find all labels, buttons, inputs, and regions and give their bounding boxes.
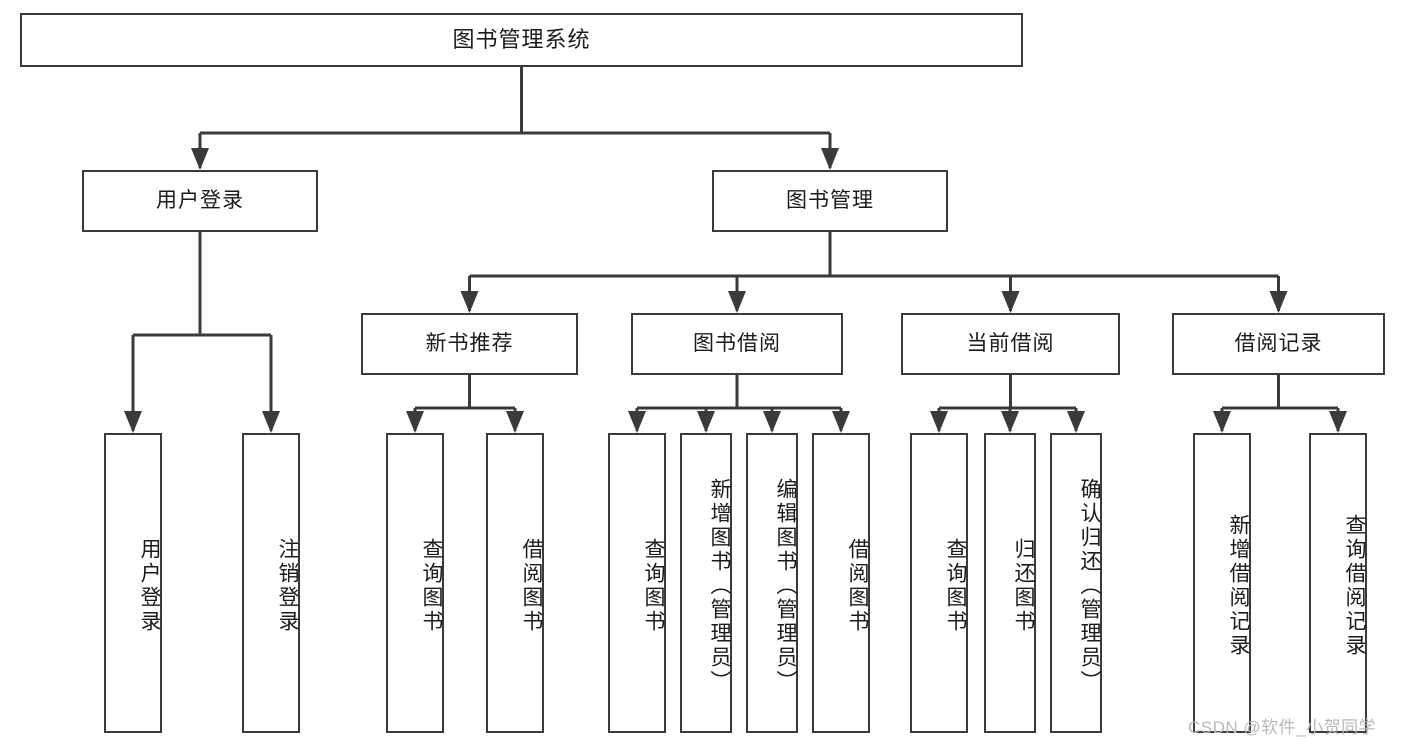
node-borrow-record-label: 借阅记录 [1234, 332, 1323, 356]
node-current-borrow[interactable]: 当前借阅 [901, 313, 1120, 375]
watermark: CSDN @软件_小贺同学 [1188, 718, 1377, 737]
leaf-add-book-admin[interactable]: 新增图书（管理员） [680, 433, 732, 733]
leaf-add-book-admin-label: 新增图书（管理员） [708, 478, 731, 694]
leaf-confirm-return-admin[interactable]: 确认归还（管理员） [1050, 433, 1102, 733]
node-user-login-label: 用户登录 [156, 189, 244, 213]
leaf-edit-book-admin[interactable]: 编辑图书（管理员） [746, 433, 798, 733]
leaf-borrow-book-2-label: 借阅图书 [846, 538, 869, 634]
node-book-borrow[interactable]: 图书借阅 [631, 313, 843, 375]
node-root[interactable]: 图书管理系统 [20, 13, 1023, 67]
leaf-edit-book-admin-label: 编辑图书（管理员） [774, 478, 797, 694]
leaf-query-book-3[interactable]: 查询图书 [910, 433, 968, 733]
leaf-query-book-2-label: 查询图书 [642, 538, 665, 634]
node-user-login[interactable]: 用户登录 [82, 170, 318, 232]
node-book-management[interactable]: 图书管理 [712, 170, 948, 232]
leaf-user-login-label: 用户登录 [138, 538, 161, 634]
leaf-query-book-1[interactable]: 查询图书 [386, 433, 444, 733]
node-book-management-label: 图书管理 [786, 189, 874, 213]
leaf-borrow-book-1-label: 借阅图书 [520, 538, 543, 634]
node-current-borrow-label: 当前借阅 [966, 332, 1055, 356]
leaf-logout-label: 注销登录 [276, 538, 299, 634]
leaf-user-login[interactable]: 用户登录 [104, 433, 162, 733]
leaf-add-borrow-record[interactable]: 新增借阅记录 [1193, 433, 1251, 733]
node-root-label: 图书管理系统 [452, 26, 591, 52]
leaf-confirm-return-admin-label: 确认归还（管理员） [1078, 478, 1101, 694]
leaf-query-book-2[interactable]: 查询图书 [608, 433, 666, 733]
leaf-return-book-label: 归还图书 [1012, 538, 1035, 634]
leaf-add-borrow-record-label: 新增借阅记录 [1227, 514, 1250, 658]
leaf-return-book[interactable]: 归还图书 [984, 433, 1036, 733]
leaf-query-book-3-label: 查询图书 [944, 538, 967, 634]
node-borrow-record[interactable]: 借阅记录 [1172, 313, 1385, 375]
leaf-borrow-book-2[interactable]: 借阅图书 [812, 433, 870, 733]
node-new-book-recommend-label: 新书推荐 [425, 332, 514, 356]
leaf-borrow-book-1[interactable]: 借阅图书 [486, 433, 544, 733]
leaf-logout[interactable]: 注销登录 [242, 433, 300, 733]
node-new-book-recommend[interactable]: 新书推荐 [361, 313, 578, 375]
leaf-query-book-1-label: 查询图书 [420, 538, 443, 634]
leaf-query-borrow-record[interactable]: 查询借阅记录 [1309, 433, 1367, 733]
leaf-query-borrow-record-label: 查询借阅记录 [1343, 514, 1366, 658]
node-book-borrow-label: 图书借阅 [693, 332, 781, 356]
